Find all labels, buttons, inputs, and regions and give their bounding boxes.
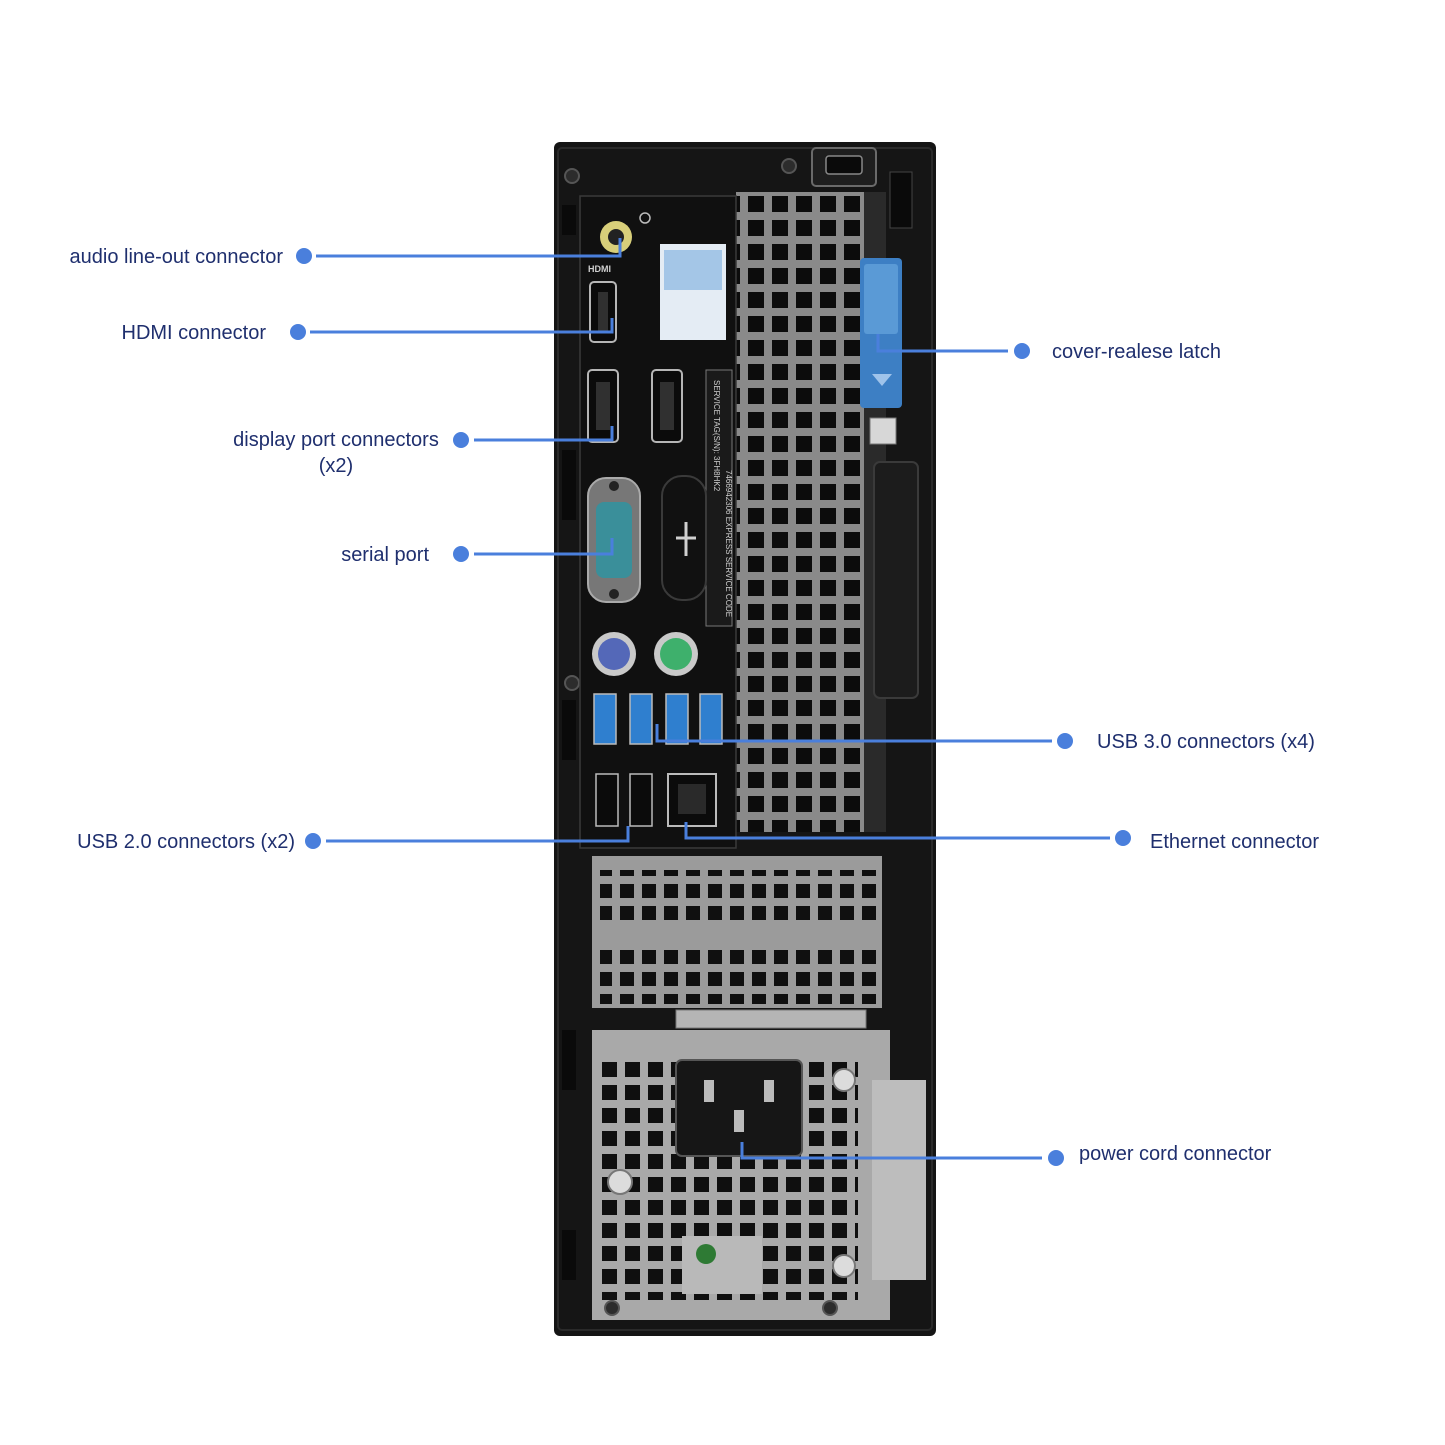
usb-icon[interactable] — [665, 693, 689, 745]
ps2-mouse-port-icon[interactable] — [654, 632, 698, 676]
displayport-icon[interactable] — [587, 369, 619, 443]
callout-dot — [453, 546, 469, 562]
callout-leaders — [310, 238, 1110, 1160]
callout-dot — [453, 432, 469, 448]
callout-dot — [1014, 343, 1030, 359]
displayport-icon[interactable] — [651, 369, 683, 443]
callout-dot — [305, 833, 321, 849]
label-serial: serial port — [341, 544, 429, 566]
label-hdmi: HDMI connector — [121, 322, 267, 344]
usb-icon[interactable] — [629, 693, 653, 745]
usb-icon[interactable] — [595, 773, 619, 827]
side-handle — [873, 461, 919, 699]
label-displayport-main: display port connectors — [233, 429, 439, 451]
callout-dot — [296, 248, 312, 264]
hdmi-mark: HDMI — [588, 264, 611, 274]
usb-icon[interactable] — [593, 693, 617, 745]
label-latch: cover-realese latch — [1052, 341, 1221, 363]
callout-dot — [1048, 1150, 1064, 1166]
label-usb3: USB 3.0 connectors (x4) — [1097, 731, 1315, 753]
usb-icon[interactable] — [699, 693, 723, 745]
express-code-text: 7466942306 EXPRESS SERVICE CODE — [724, 470, 733, 617]
callout-dot — [1115, 830, 1131, 846]
label-displayport-sub: (x2) — [318, 455, 354, 477]
label-ethernet: Ethernet connector — [1150, 831, 1319, 853]
usb2-ports — [595, 773, 653, 827]
label-displayport: display port connectors (x2) — [222, 427, 450, 479]
label-usb2: USB 2.0 connectors (x2) — [77, 831, 295, 853]
expansion-slots — [592, 856, 882, 1029]
callout-dot — [290, 324, 306, 340]
callout-dots — [290, 248, 1131, 1166]
serial-port-icon[interactable] — [587, 477, 641, 603]
callout-dot — [1057, 733, 1073, 749]
cover-release-latch[interactable] — [860, 258, 902, 445]
label-power: power cord connector — [1079, 1143, 1272, 1165]
vent-grille — [736, 192, 864, 832]
usb3-ports — [593, 693, 723, 745]
label-audio: audio line-out connector — [69, 246, 283, 268]
usb-icon[interactable] — [629, 773, 653, 827]
power-plug-icon[interactable] — [675, 1059, 803, 1157]
hdmi-port-icon[interactable] — [589, 281, 617, 343]
ethernet-icon[interactable] — [667, 773, 717, 827]
ps2-keyboard-port-icon[interactable] — [592, 632, 636, 676]
service-tag-text: SERVICE TAG(S/N): 3FH8HK2 — [712, 380, 721, 492]
